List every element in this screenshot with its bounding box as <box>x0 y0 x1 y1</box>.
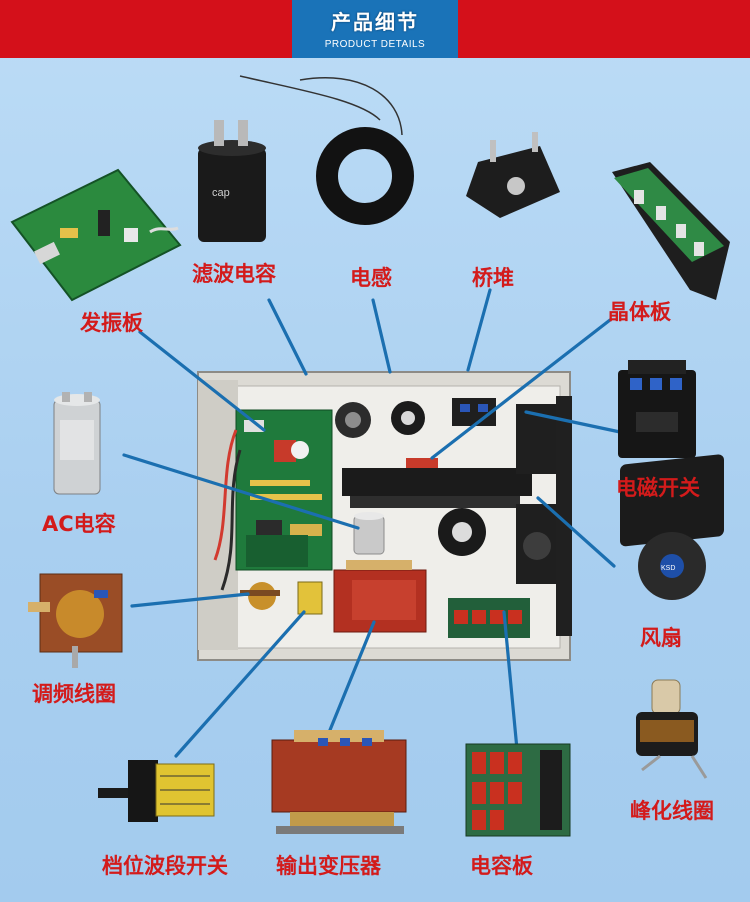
tuning-coil-image <box>28 573 123 668</box>
label-inductor: 电感 <box>350 266 392 290</box>
output-transformer-image <box>271 730 407 834</box>
label-tuning-coil: 调频线圈 <box>32 682 116 706</box>
label-bridge-rectifier: 桥堆 <box>472 266 514 290</box>
capacitor-brand-mark: cap <box>212 187 230 199</box>
label-filter-capacitor: 滤波电容 <box>192 262 276 286</box>
band-switch-image <box>98 760 215 822</box>
label-capacitor-board: 电容板 <box>470 854 533 878</box>
fan-badge-mark: KSD <box>661 565 675 572</box>
peak-coil-image <box>636 679 708 779</box>
label-ac-capacitor: AC电容 <box>42 512 116 536</box>
oscillator-board-image <box>10 168 182 302</box>
label-crystal-board: 晶体板 <box>608 300 671 324</box>
header-title: 产品细节 <box>331 10 419 34</box>
bridge-rectifier-image <box>466 132 560 218</box>
label-fan: 风扇 <box>640 626 682 650</box>
label-output-transformer: 输出变压器 <box>276 854 381 878</box>
header-subtitle: PRODUCT DETAILS <box>324 39 426 50</box>
label-peak-coil: 峰化线圈 <box>630 799 714 823</box>
header-box: 产品细节 PRODUCT DETAILS <box>292 0 458 58</box>
contactor-image <box>618 360 696 458</box>
crystal-board-image <box>612 162 730 300</box>
capacitor-board-image <box>465 743 571 837</box>
leader-lines <box>122 288 622 762</box>
label-band-switch: 档位波段开关 <box>102 854 228 878</box>
machine-chassis <box>197 371 572 661</box>
inductor-image <box>239 75 414 225</box>
ac-capacitor-image <box>53 392 101 495</box>
fan-image: KSD <box>620 454 724 600</box>
label-contactor: 电磁开关 <box>616 476 700 500</box>
filter-capacitor-image: cap <box>198 120 266 242</box>
label-oscillator-board: 发振板 <box>80 311 143 335</box>
